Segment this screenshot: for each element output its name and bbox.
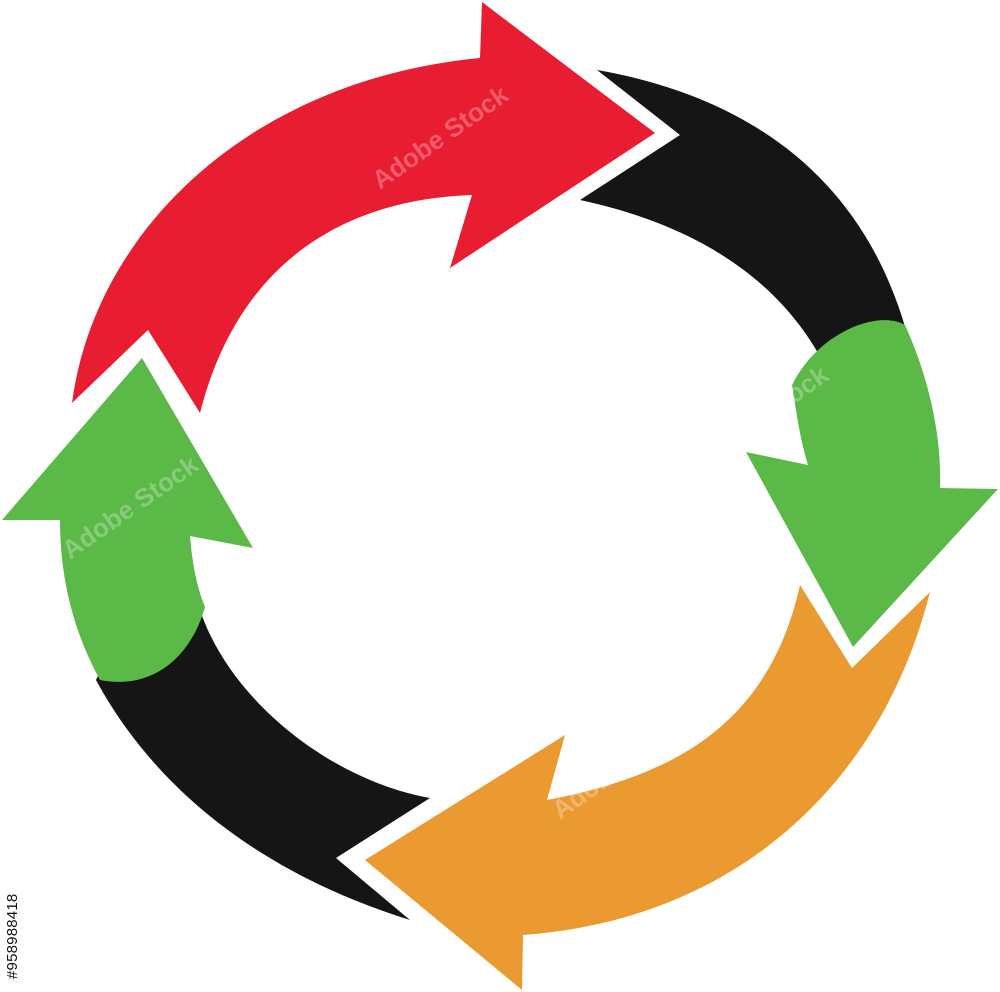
black-segment-lower-left (96, 610, 430, 920)
red-arrow (72, 2, 655, 413)
black-segment-upper-right-shape (580, 70, 906, 390)
orange-arrow-shape (365, 585, 930, 990)
green-arrow-right-shape (746, 320, 998, 647)
black-segment-upper-right (580, 70, 906, 390)
black-segment-lower-left-shape (96, 610, 430, 920)
red-arrow-shape (72, 2, 655, 413)
green-arrow-left (2, 358, 253, 682)
orange-arrow (365, 585, 930, 990)
green-arrow-right (746, 320, 998, 647)
side-id-label: #958988418 (4, 893, 21, 979)
green-arrow-left-shape (2, 358, 253, 682)
